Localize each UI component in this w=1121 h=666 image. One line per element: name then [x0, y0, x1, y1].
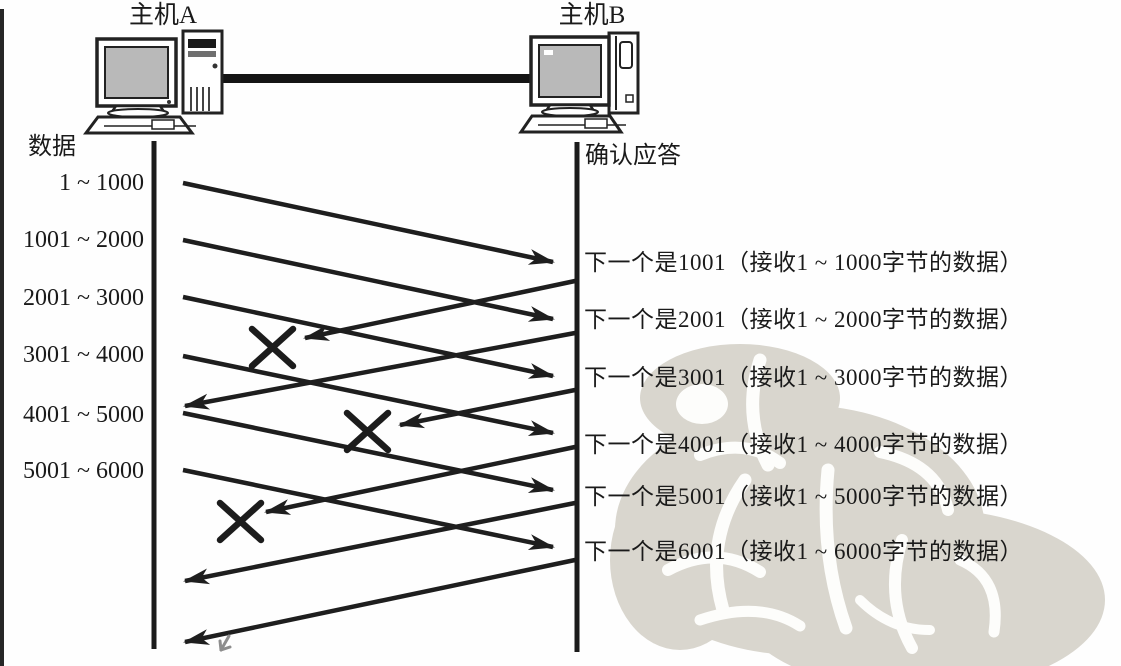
ack-message-6: 下一个是6001（接收1 ~ 6000字节的数据）: [584, 539, 1023, 564]
ack-message-3: 下一个是3001（接收1 ~ 3000字节的数据）: [584, 365, 1023, 390]
loss-x-mark-1: [248, 325, 297, 370]
stray-arrow-artifact-icon: [218, 634, 232, 652]
loss-x-mark-2: [343, 409, 392, 454]
loss-marks: [216, 325, 392, 544]
data-arrow-2: [182, 237, 555, 322]
data-arrows: [182, 180, 555, 550]
ack-arrow-4-lost: [264, 444, 576, 515]
ack-arrow-5: [183, 500, 576, 585]
receiver-column-header: 确认应答: [585, 143, 681, 169]
segment-label-4: 3001 ~ 4000: [23, 342, 144, 368]
host-b-label: 主机B: [558, 2, 626, 29]
ack-arrows: [183, 278, 576, 645]
sender-column-header: 数据: [28, 134, 76, 160]
ack-message-4: 下一个是4001（接收1 ~ 4000字节的数据）: [584, 432, 1023, 457]
data-arrow-1: [182, 180, 555, 265]
segment-label-1: 1 ~ 1000: [59, 170, 144, 196]
data-arrow-5: [182, 410, 555, 493]
data-arrow-4: [182, 353, 555, 436]
host-a-computer-icon: [83, 29, 224, 135]
segment-label-3: 2001 ~ 3000: [23, 285, 144, 311]
host-a-label: 主机A: [128, 2, 198, 29]
loss-x-mark-3: [216, 499, 265, 544]
ack-message-1: 下一个是1001（接收1 ~ 1000字节的数据）: [584, 250, 1023, 275]
ack-arrow-3-lost: [398, 387, 576, 429]
segment-label-5: 4001 ~ 5000: [23, 402, 144, 428]
ack-message-5: 下一个是5001（接收1 ~ 5000字节的数据）: [584, 484, 1023, 509]
ack-message-2: 下一个是2001（接收1 ~ 2000字节的数据）: [584, 307, 1023, 332]
segment-label-6: 5001 ~ 6000: [23, 458, 144, 484]
ack-arrow-6: [183, 557, 576, 645]
segment-label-2: 1001 ~ 2000: [23, 227, 144, 253]
data-arrow-3: [182, 294, 555, 379]
host-b-computer-icon: [518, 31, 640, 134]
data-arrow-6: [182, 467, 555, 550]
watermark-stamp-icon: [610, 344, 1105, 666]
ack-arrow-1-lost: [303, 278, 576, 341]
scan-edge-artifact: [0, 9, 4, 666]
ack-arrow-2: [183, 330, 576, 410]
network-cable: [220, 74, 534, 83]
